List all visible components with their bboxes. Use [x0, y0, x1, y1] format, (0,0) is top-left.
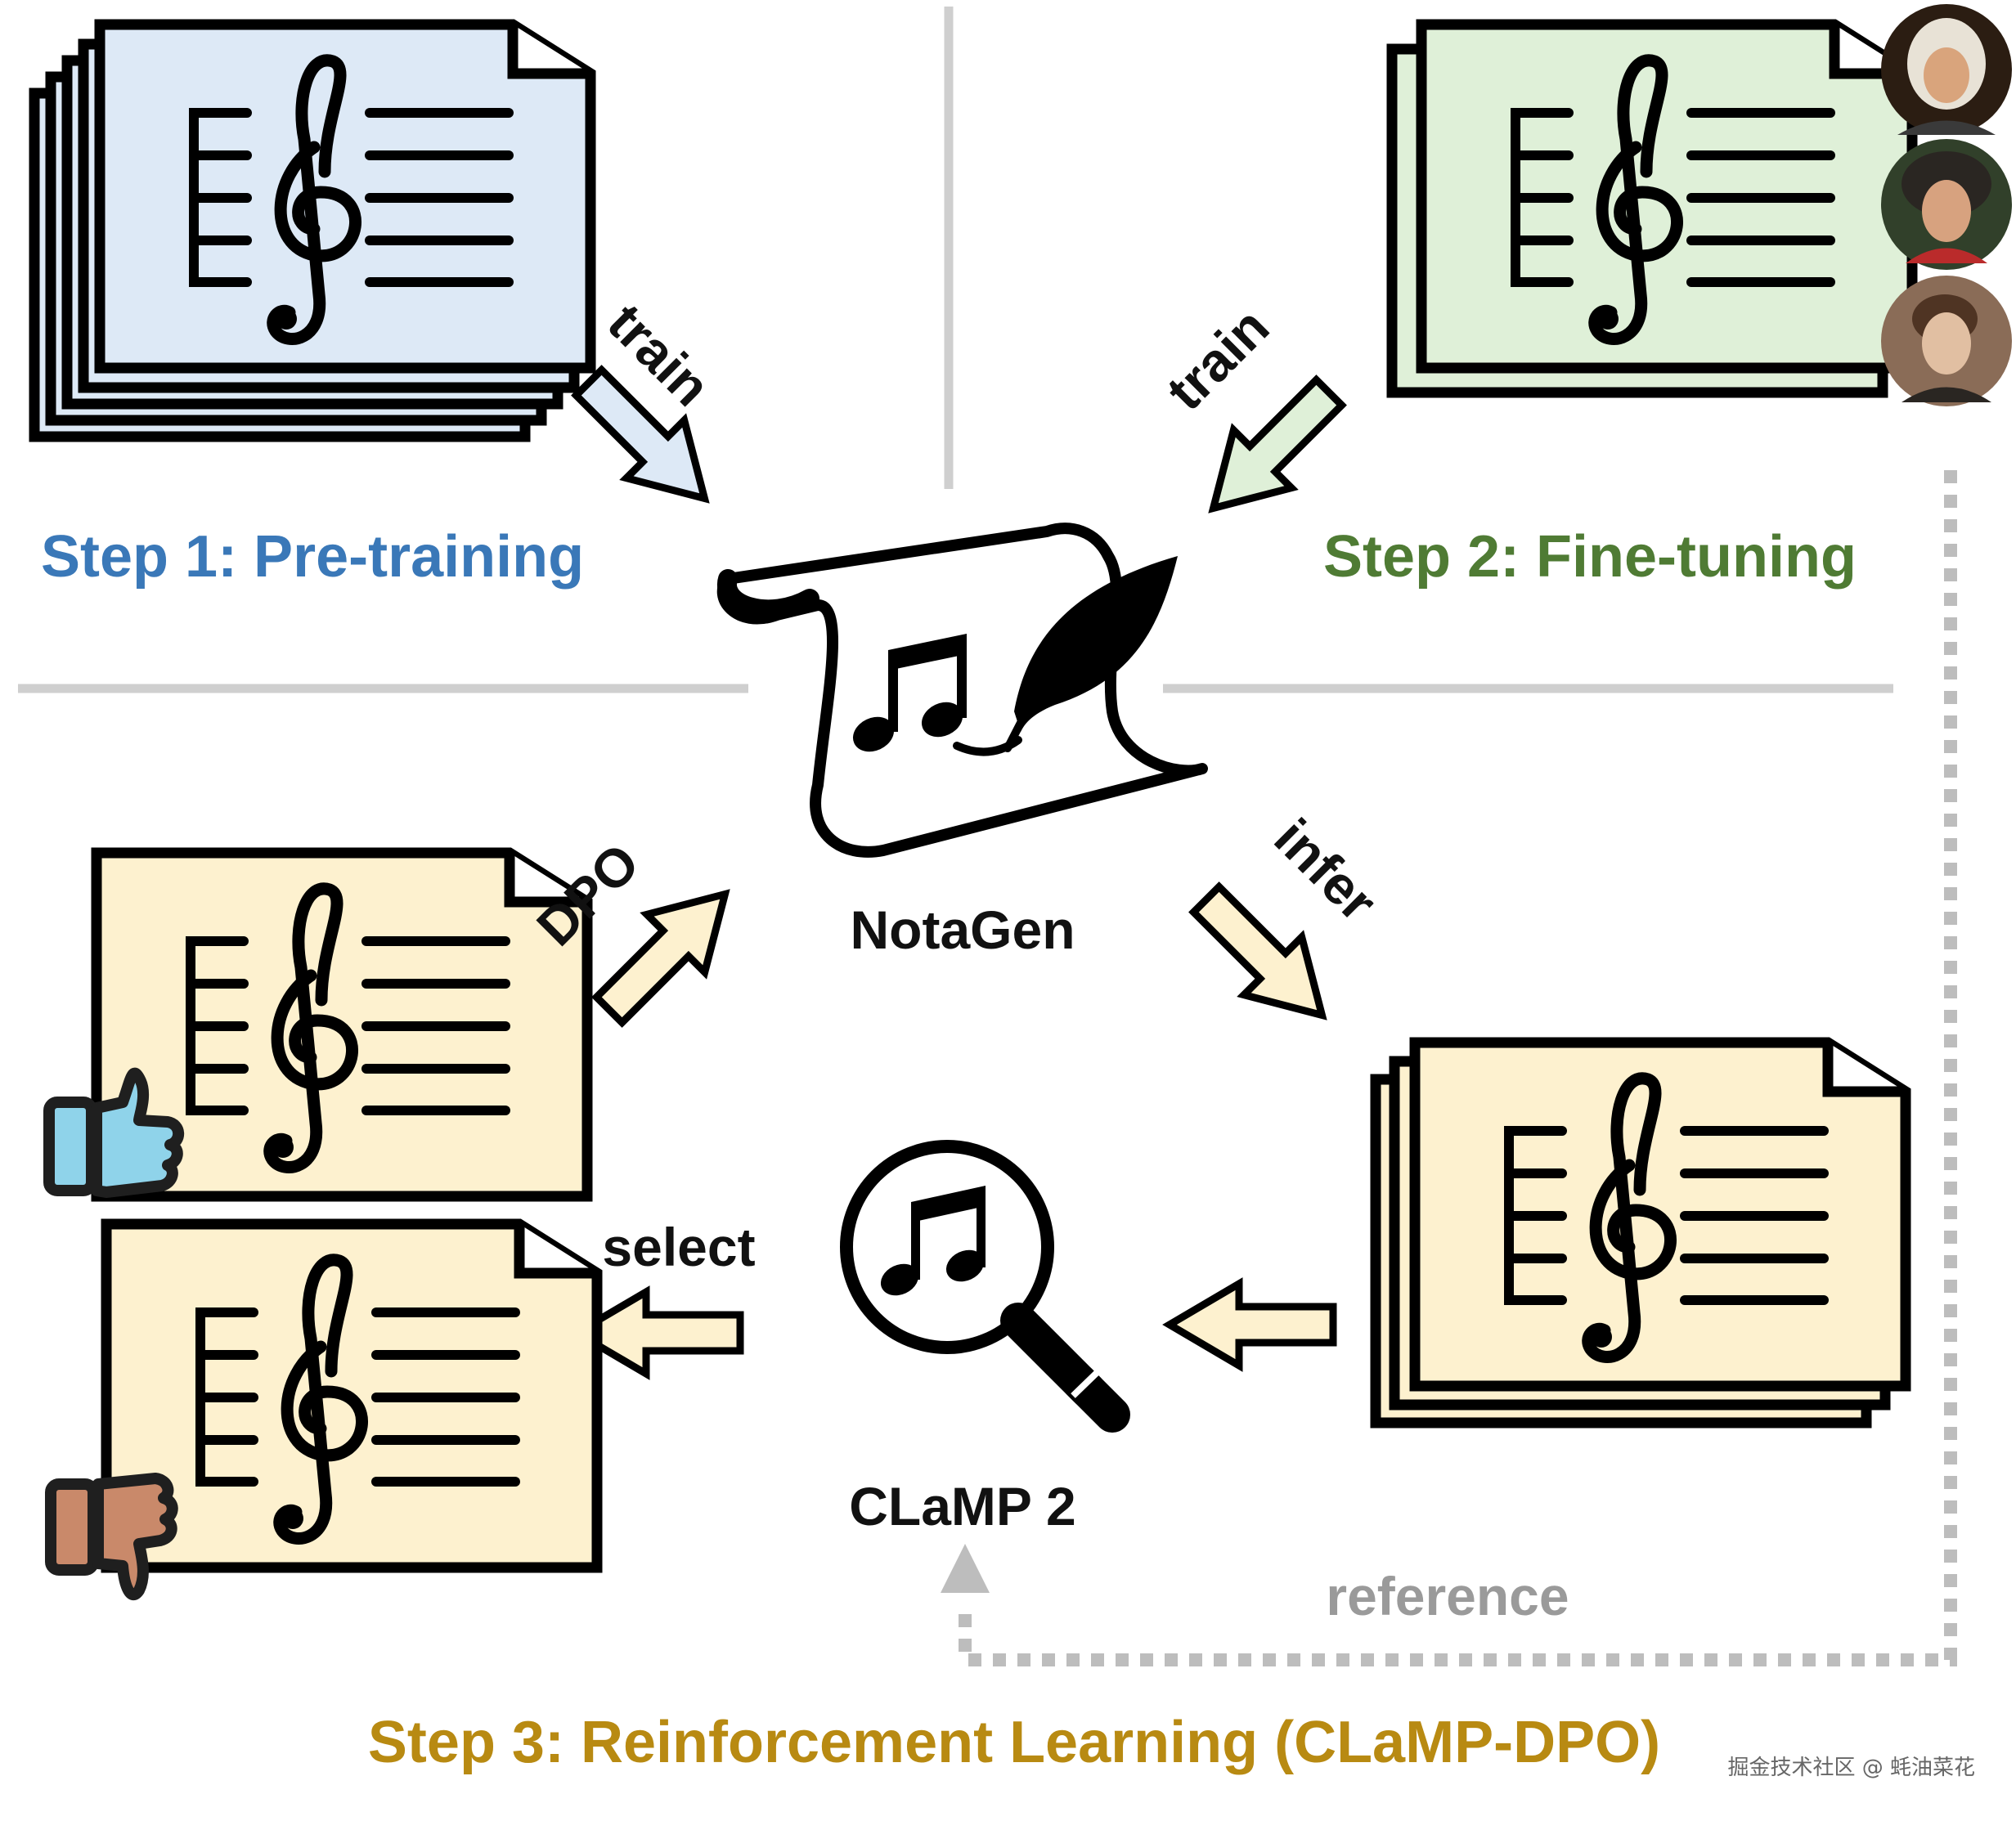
notagen-label: NotaGen [850, 899, 1075, 960]
generated-score-stack [1376, 1043, 1906, 1423]
step1-title: Step 1: Pre-training [41, 524, 584, 590]
infer-arrow-label: infer [1264, 807, 1389, 932]
step3-title: Step 3: Reinforcement Learning (CLaMP-DP… [368, 1710, 1660, 1775]
pretraining-score-stack [34, 25, 590, 437]
reference-line [959, 470, 1957, 1666]
composer-portrait-1 [1881, 4, 2012, 135]
composer-portrait-3 [1881, 276, 2012, 406]
clamp2-label: CLaMP 2 [849, 1476, 1076, 1536]
reference-label: reference [1326, 1566, 1569, 1626]
select-arrow-label: select [602, 1217, 755, 1277]
sheet-music-icon [1415, 1043, 1906, 1386]
thumbs-up-icon [43, 1067, 185, 1198]
composer-portraits [1881, 4, 2012, 406]
step2-title: Step 2: Fine-tuning [1323, 524, 1857, 590]
finetuning-score-stack [1392, 25, 1912, 392]
evaluate-arrow [1170, 1284, 1333, 1366]
section-dividers [18, 7, 1893, 693]
thumbs-down-icon [45, 1473, 178, 1601]
sheet-music-icon [106, 1224, 597, 1568]
scroll-quill-icon [716, 523, 1208, 858]
composer-portrait-2 [1881, 139, 2012, 270]
sheet-music-icon [1421, 25, 1912, 368]
watermark: 掘金技术社区 @ 蚝油菜花 [1727, 1756, 1975, 1780]
magnifier-music-icon [840, 1140, 1130, 1433]
reference-arrowhead [941, 1544, 990, 1593]
sheet-music-icon [100, 25, 590, 368]
rejected-score [106, 1224, 597, 1568]
finetune-arrow-label: train [1155, 296, 1280, 421]
